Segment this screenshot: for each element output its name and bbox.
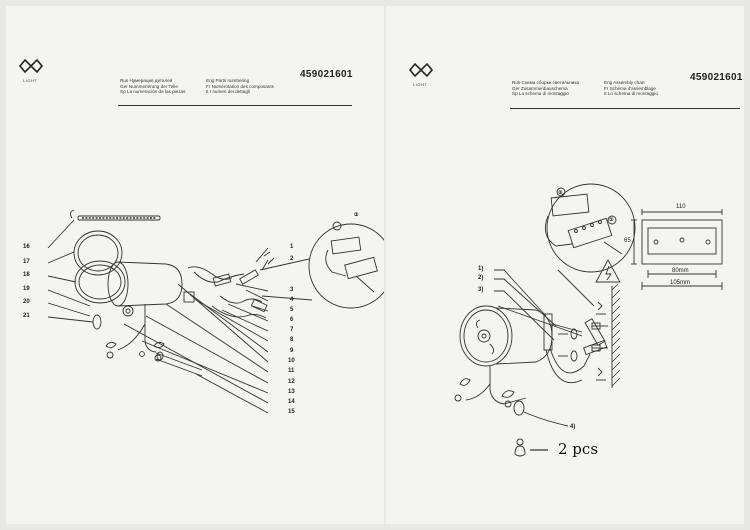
header-line: Rus Схема сборки светильника <box>512 80 580 85</box>
assembly-chart-page: LIGHT 459021601 Rus Схема сборки светиль… <box>386 6 744 524</box>
part-number: 16 <box>23 244 30 250</box>
part-number: 13 <box>288 389 295 395</box>
part-number: 4 <box>290 297 294 303</box>
document-number: 459021601 <box>690 72 743 83</box>
header-langs-left: Rus Нумерация деталей Ger Nummerierung d… <box>120 78 185 95</box>
header-line: Rus Нумерация деталей <box>120 78 173 83</box>
header-line: Fr Numérotation des composants <box>206 83 274 89</box>
part-number: 5 <box>290 307 294 313</box>
part-number: 15 <box>288 409 295 415</box>
part-number: 1 <box>290 244 294 250</box>
part-number: 20 <box>23 299 30 305</box>
dimension-inner: 80mm <box>672 268 689 274</box>
header-line: Sp La schema di montaggio <box>512 91 569 97</box>
header-line: Eng Assembly chart <box>604 80 645 85</box>
part-number: 12 <box>288 379 295 385</box>
exploded-parts-diagram <box>47 209 384 414</box>
dimension-top: 110 <box>676 204 686 210</box>
zoom-callout-label: ① <box>609 217 614 223</box>
logo-text: LIGHT <box>413 82 428 87</box>
dimension-bottom: 105mm <box>670 280 691 286</box>
header-langs-right: Eng Assembly chart Fr Schéma d'assemblag… <box>604 80 658 97</box>
header-line: Eng Parts numbering <box>206 78 250 83</box>
document-number: 459021601 <box>300 69 353 80</box>
part-number: 19 <box>23 286 30 292</box>
assembly-diagram <box>454 183 723 457</box>
zoom-callout-label: ② <box>354 212 359 218</box>
quantity-label: 2 pcs <box>558 440 599 458</box>
part-number: 11 <box>288 368 295 374</box>
part-number: 7 <box>290 327 294 333</box>
step-label: 1) <box>478 266 484 272</box>
header-line: Fr Schéma d'assemblage <box>604 85 656 91</box>
brand-logo-icon <box>408 62 434 78</box>
part-number: 9 <box>290 348 294 354</box>
header-line: Ger Zusammenbauschema <box>512 85 568 91</box>
dimension-side: 65 <box>624 238 631 244</box>
brand-logo-icon <box>18 58 44 74</box>
header-line: It I numeri dei dettagli <box>206 89 250 95</box>
header-rule <box>118 105 352 106</box>
step-label: 4) <box>570 424 576 430</box>
zoom-callout-label: ② <box>558 190 563 196</box>
part-number: 10 <box>288 358 295 364</box>
parts-numbering-page: LIGHT 459021601 Rus Нумерация деталей Ge… <box>6 6 384 524</box>
header-line: Sp La numeración de las piezas <box>120 89 186 95</box>
header-line: It Lo schema di montaggio <box>604 91 658 97</box>
header-rule <box>510 108 740 109</box>
header-line: Ger Nummerierung der Teile <box>120 83 178 89</box>
part-number: 14 <box>288 399 295 405</box>
part-number: 17 <box>23 259 30 265</box>
header-langs-right: Eng Parts numbering Fr Numérotation des … <box>206 78 274 95</box>
part-number: 2 <box>290 256 294 262</box>
part-number: 18 <box>23 272 30 278</box>
logo-text: LIGHT <box>23 78 38 83</box>
step-label: 2) <box>478 275 484 281</box>
header-langs-left: Rus Схема сборки светильника Ger Zusamme… <box>512 80 579 97</box>
part-number: 8 <box>290 337 294 343</box>
step-label: 3) <box>478 287 484 293</box>
part-number: 6 <box>290 317 294 323</box>
part-number: 3 <box>290 287 294 293</box>
part-number: 21 <box>23 313 30 319</box>
